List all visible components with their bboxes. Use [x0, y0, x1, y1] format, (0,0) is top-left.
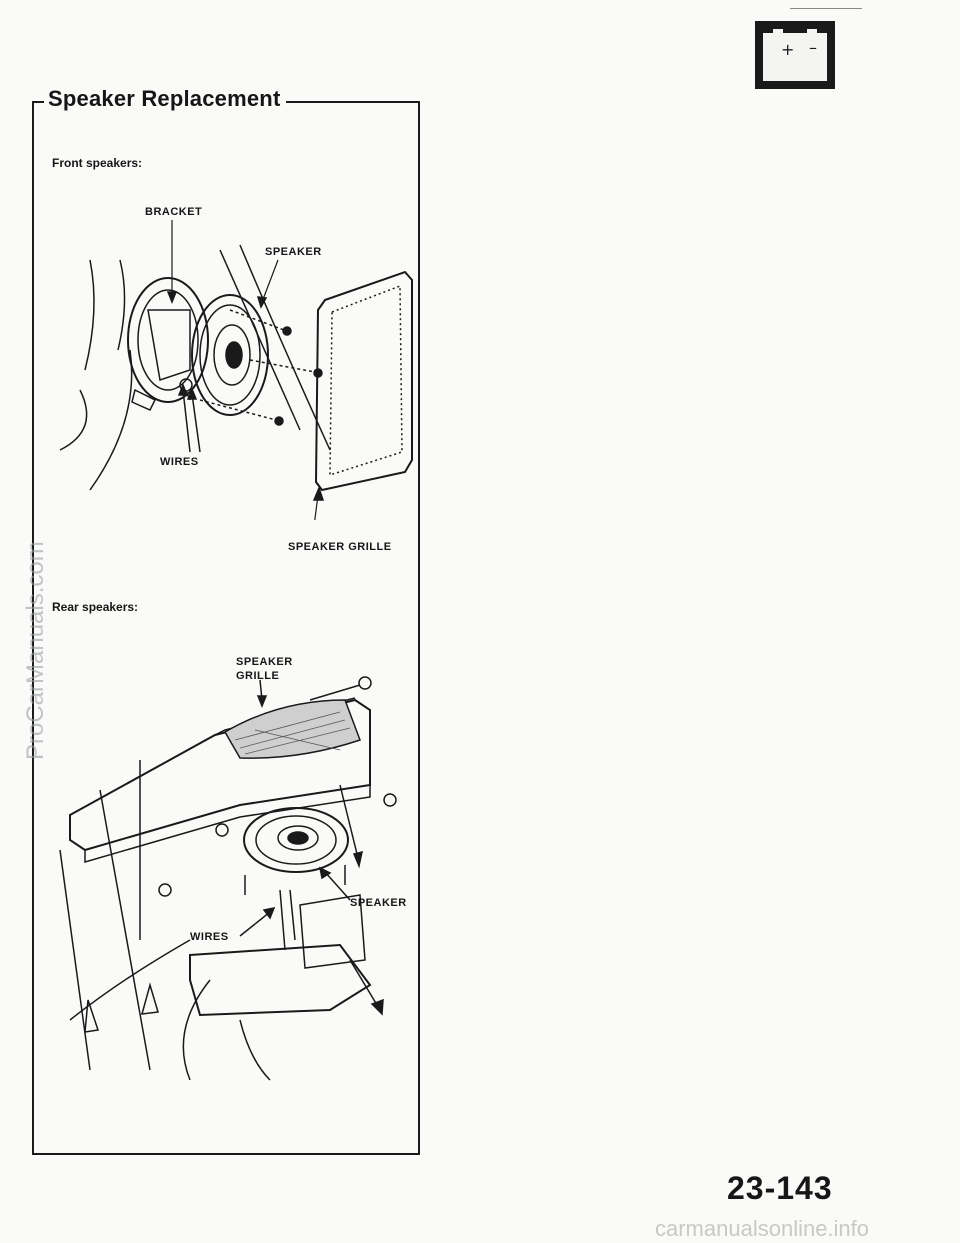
speaker-callout: SPEAKER [265, 246, 322, 258]
rear-speaker-callout: SPEAKER [350, 897, 407, 909]
rear-speakers-heading: Rear speakers: [52, 600, 139, 614]
top-rule [790, 8, 862, 9]
page-number: 23-143 [727, 1170, 833, 1206]
rear-wires-callout: WIRES [190, 931, 229, 943]
wires-callout: WIRES [160, 456, 199, 468]
battery-icon: + – [755, 21, 835, 89]
bottom-watermark: carmanualsonline.info [655, 1216, 870, 1241]
frame-top-left [32, 101, 44, 103]
battery-plus: + [781, 40, 794, 59]
front-speakers-heading: Front speakers: [52, 156, 143, 170]
rear-grille-callout-line1: SPEAKER [236, 656, 293, 668]
frame-top-right [286, 101, 420, 103]
rear-speaker-diagram [59, 676, 397, 1081]
side-watermark: ProCarManuals.com [22, 541, 49, 760]
speaker-grille-callout: SPEAKER GRILLE [288, 541, 392, 553]
rear-grille-callout-line2: GRILLE [236, 670, 280, 682]
front-speaker-diagram [59, 220, 413, 520]
battery-minus: – [809, 38, 817, 57]
bracket-callout: BRACKET [145, 206, 203, 218]
section-title: Speaker Replacement [48, 86, 281, 111]
section-frame [32, 101, 420, 1155]
